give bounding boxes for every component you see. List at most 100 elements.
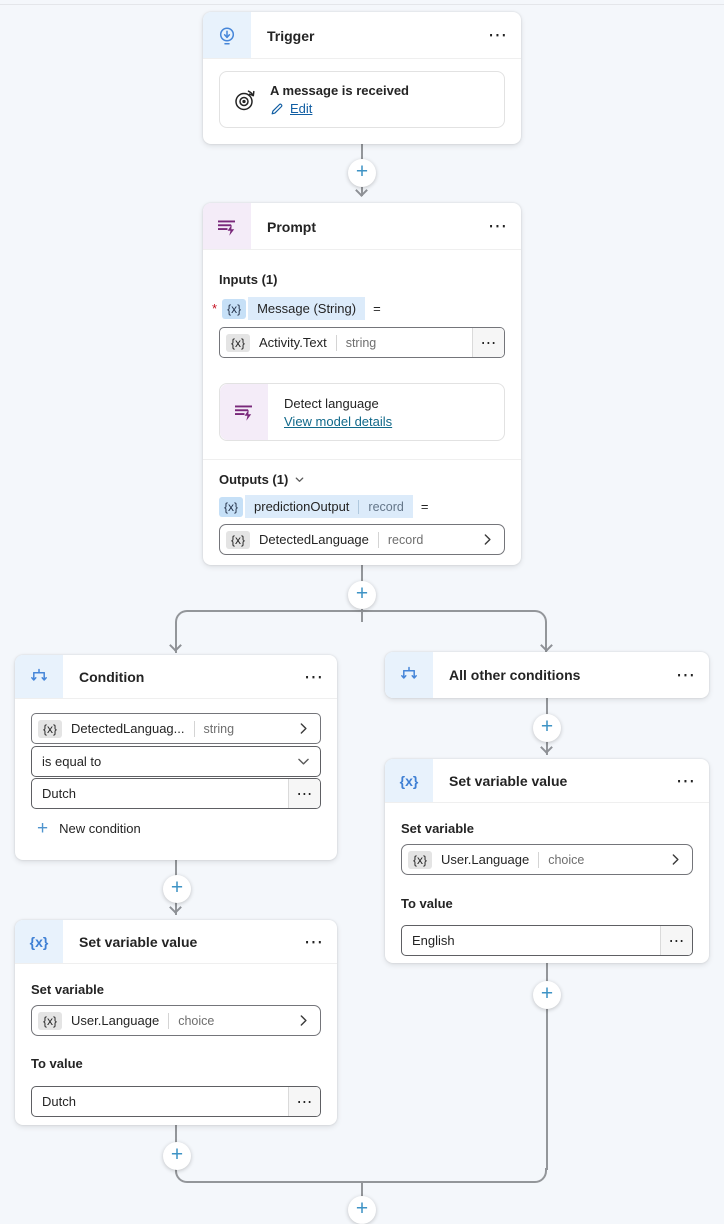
add-node-button[interactable]: + (533, 714, 561, 742)
output-token-name: predictionOutput (254, 499, 350, 514)
add-node-button[interactable]: + (348, 581, 376, 609)
more-icon[interactable]: ⋯ (488, 25, 507, 46)
to-value-input[interactable]: Dutch ⋯ (31, 1086, 321, 1117)
condition-left-operand-field[interactable]: {x} DetectedLanguag... string (31, 713, 321, 744)
fx-variable-icon: {x} (15, 920, 63, 964)
add-node-button[interactable]: + (348, 159, 376, 187)
set-variable-header[interactable]: {x} Set variable value ⋯ (385, 759, 709, 803)
header-divider (385, 802, 709, 803)
field-separator (538, 851, 540, 868)
equals-sign: = (373, 301, 381, 316)
operator-value: is equal to (42, 754, 102, 769)
more-icon[interactable]: ⋯ (676, 664, 695, 686)
more-icon[interactable]: ⋯ (288, 779, 320, 808)
chevron-right-icon[interactable] (297, 1014, 310, 1027)
prompt-node: Prompt ⋯ Inputs (1) * {x} Message (Strin… (203, 203, 521, 565)
outputs-label[interactable]: Outputs (1) (219, 472, 305, 487)
header-divider (15, 698, 337, 699)
arrow-down-icon (169, 901, 182, 914)
trigger-action-title: A message is received (270, 83, 409, 98)
add-node-button[interactable]: + (163, 875, 191, 903)
fx-chip: {x} (219, 496, 244, 517)
condition-value-input[interactable]: Dutch ⋯ (31, 778, 321, 809)
more-icon[interactable]: ⋯ (304, 931, 323, 953)
chevron-right-icon[interactable] (297, 722, 310, 735)
to-value-label: To value (401, 896, 453, 911)
merge-connector-left (175, 1168, 362, 1183)
field-separator (377, 531, 379, 548)
equals-sign: = (420, 499, 429, 514)
to-value-input[interactable]: English ⋯ (401, 925, 693, 956)
trigger-node-header[interactable]: Trigger ⋯ (203, 12, 521, 59)
set-variable-header[interactable]: {x} Set variable value ⋯ (15, 920, 337, 964)
chevron-right-icon[interactable] (481, 533, 494, 546)
condition-value: Dutch (42, 786, 76, 801)
field-separator (335, 334, 337, 351)
target-icon (232, 87, 258, 113)
node-title: Trigger (267, 27, 315, 44)
prompt-node-header[interactable]: Prompt ⋯ (203, 203, 521, 250)
merge-connector-right (362, 1168, 547, 1183)
chevron-down-icon (297, 755, 310, 768)
add-node-button[interactable]: + (348, 1196, 376, 1224)
variable-field[interactable]: {x} User.Language choice (401, 844, 693, 875)
view-model-details-link[interactable]: View model details (284, 413, 393, 429)
trigger-action-card[interactable]: A message is received Edit (219, 71, 505, 128)
activity-text-field[interactable]: {x} Activity.Text string ⋯ (219, 327, 505, 358)
fx-chip: {x} (38, 1011, 63, 1030)
chevron-right-icon[interactable] (669, 853, 682, 866)
field-type: string (345, 335, 377, 350)
arrow-down-icon (540, 741, 553, 754)
new-condition-button[interactable]: + New condition (37, 818, 141, 839)
trigger-icon (203, 12, 251, 59)
fx-variable-icon: {x} (385, 759, 433, 803)
condition-branch-icon (385, 652, 433, 698)
field-type: choice (548, 852, 585, 867)
field-type: choice (178, 1013, 215, 1028)
field-name: User.Language (71, 1013, 160, 1028)
set-variable-label: Set variable (31, 982, 104, 997)
fx-chip: {x} (408, 850, 433, 869)
set-variable-node-right: {x} Set variable value ⋯ Set variable {x… (385, 759, 709, 963)
model-name: Detect language (284, 395, 379, 411)
add-node-button[interactable]: + (163, 1142, 191, 1170)
variable-field[interactable]: {x} User.Language choice (31, 1005, 321, 1036)
more-icon[interactable]: ⋯ (472, 328, 504, 357)
more-icon[interactable]: ⋯ (304, 666, 323, 688)
to-value: English (412, 933, 455, 948)
required-asterisk: * (212, 301, 218, 316)
prompt-icon (203, 203, 251, 250)
all-other-conditions-header[interactable]: All other conditions ⋯ (385, 652, 709, 698)
operator-dropdown[interactable]: is equal to (31, 746, 321, 777)
token-separator (358, 499, 360, 514)
field-name: Activity.Text (259, 335, 327, 350)
header-divider (203, 58, 521, 59)
model-card[interactable]: Detect language View model details (219, 383, 505, 441)
field-name: DetectedLanguage (259, 532, 369, 547)
more-icon[interactable]: ⋯ (676, 770, 695, 792)
header-divider (203, 249, 521, 250)
fx-chip: {x} (226, 333, 251, 352)
field-type: string (203, 721, 235, 736)
output-token-type: record (368, 499, 404, 514)
inputs-label: Inputs (1) (219, 272, 278, 287)
node-title: All other conditions (449, 667, 581, 683)
field-type: record (387, 532, 424, 547)
set-variable-node-left: {x} Set variable value ⋯ Set variable {x… (15, 920, 337, 1125)
node-title: Condition (79, 669, 145, 685)
edit-link[interactable]: Edit (290, 101, 313, 116)
pencil-icon (270, 102, 284, 116)
detected-language-field[interactable]: {x} DetectedLanguage record (219, 524, 505, 555)
more-icon[interactable]: ⋯ (488, 216, 507, 237)
more-icon[interactable]: ⋯ (660, 926, 692, 955)
model-prompt-icon (220, 384, 268, 440)
fx-chip: {x} (222, 298, 247, 319)
condition-node-header[interactable]: Condition ⋯ (15, 655, 337, 699)
trigger-node: Trigger ⋯ A message is received Edit (203, 12, 521, 144)
field-name: User.Language (441, 852, 530, 867)
field-separator (193, 720, 195, 737)
field-separator (168, 1012, 170, 1029)
add-node-button[interactable]: + (533, 981, 561, 1009)
more-icon[interactable]: ⋯ (288, 1087, 320, 1116)
to-value-label: To value (31, 1056, 83, 1071)
